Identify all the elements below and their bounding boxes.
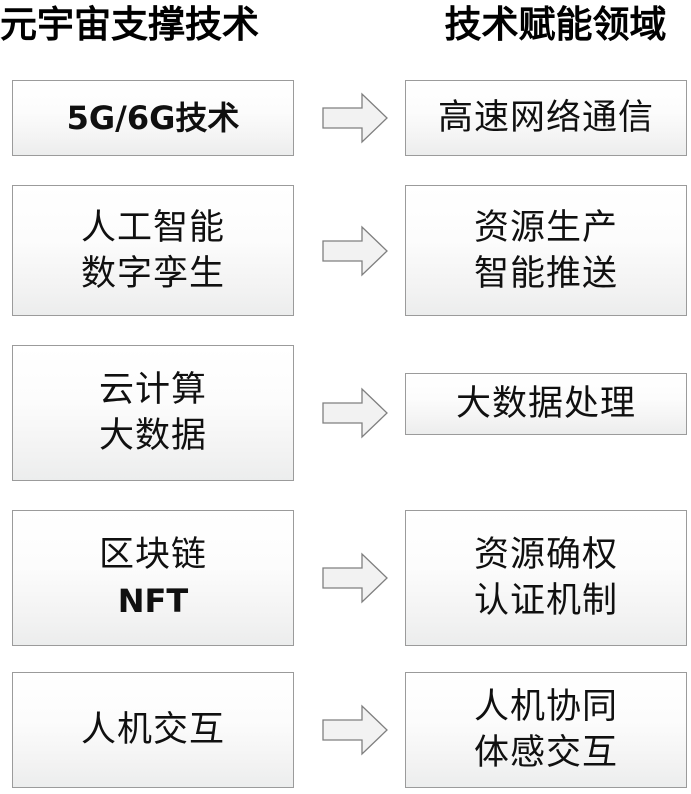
mapping-row: 人工智能 数字孪生 资源生产 智能推送 <box>0 185 691 316</box>
enabled-domain-box[interactable]: 高速网络通信 <box>405 80 687 156</box>
box-text-line: 大数据处理 <box>455 384 636 424</box>
enabled-domain-box[interactable]: 资源生产 智能推送 <box>405 185 687 316</box>
right-block-arrow-icon <box>322 92 388 144</box>
mapping-row: 云计算 大数据 大数据处理 <box>0 345 691 481</box>
mapping-row: 人机交互 人机协同 体感交互 <box>0 672 691 788</box>
box-text-line: NFT <box>117 582 189 620</box>
box-text-line: 人机协同 <box>473 687 618 727</box>
mapping-row: 区块链 NFT 资源确权 认证机制 <box>0 510 691 646</box>
box-text-line: 智能推送 <box>473 253 618 294</box>
enabled-domain-box[interactable]: 资源确权 认证机制 <box>405 510 687 646</box>
box-text-line: 大数据 <box>98 416 207 456</box>
technology-box[interactable]: 5G/6G技术 <box>12 80 294 156</box>
technology-box[interactable]: 人机交互 <box>12 672 294 788</box>
box-text-line: 人工智能 <box>80 207 225 248</box>
box-text-line: 资源生产 <box>473 207 618 248</box>
column-header-right: 技术赋能领域 <box>444 4 667 45</box>
box-text-line: 资源确权 <box>473 535 618 575</box>
right-block-arrow-icon <box>322 225 388 277</box>
technology-box[interactable]: 人工智能 数字孪生 <box>12 185 294 316</box>
box-text-line: 认证机制 <box>473 581 618 621</box>
box-text-line: 区块链 <box>98 535 207 575</box>
column-header-left: 元宇宙支撑技术 <box>0 4 259 45</box>
technology-box[interactable]: 区块链 NFT <box>12 510 294 646</box>
box-text-line: 体感交互 <box>473 733 618 773</box>
box-text-line: 数字孪生 <box>80 253 225 294</box>
right-block-arrow-icon <box>322 704 388 756</box>
box-text-line: 云计算 <box>98 370 207 410</box>
right-block-arrow-icon <box>322 552 388 604</box>
box-text-line: 5G/6G技术 <box>66 99 240 137</box>
technology-box[interactable]: 云计算 大数据 <box>12 345 294 481</box>
mapping-row: 5G/6G技术 高速网络通信 <box>0 80 691 156</box>
enabled-domain-box[interactable]: 大数据处理 <box>405 373 687 435</box>
box-text-line: 人机交互 <box>80 710 225 750</box>
right-block-arrow-icon <box>322 387 388 439</box>
box-text-line: 高速网络通信 <box>437 98 654 138</box>
enabled-domain-box[interactable]: 人机协同 体感交互 <box>405 672 687 788</box>
